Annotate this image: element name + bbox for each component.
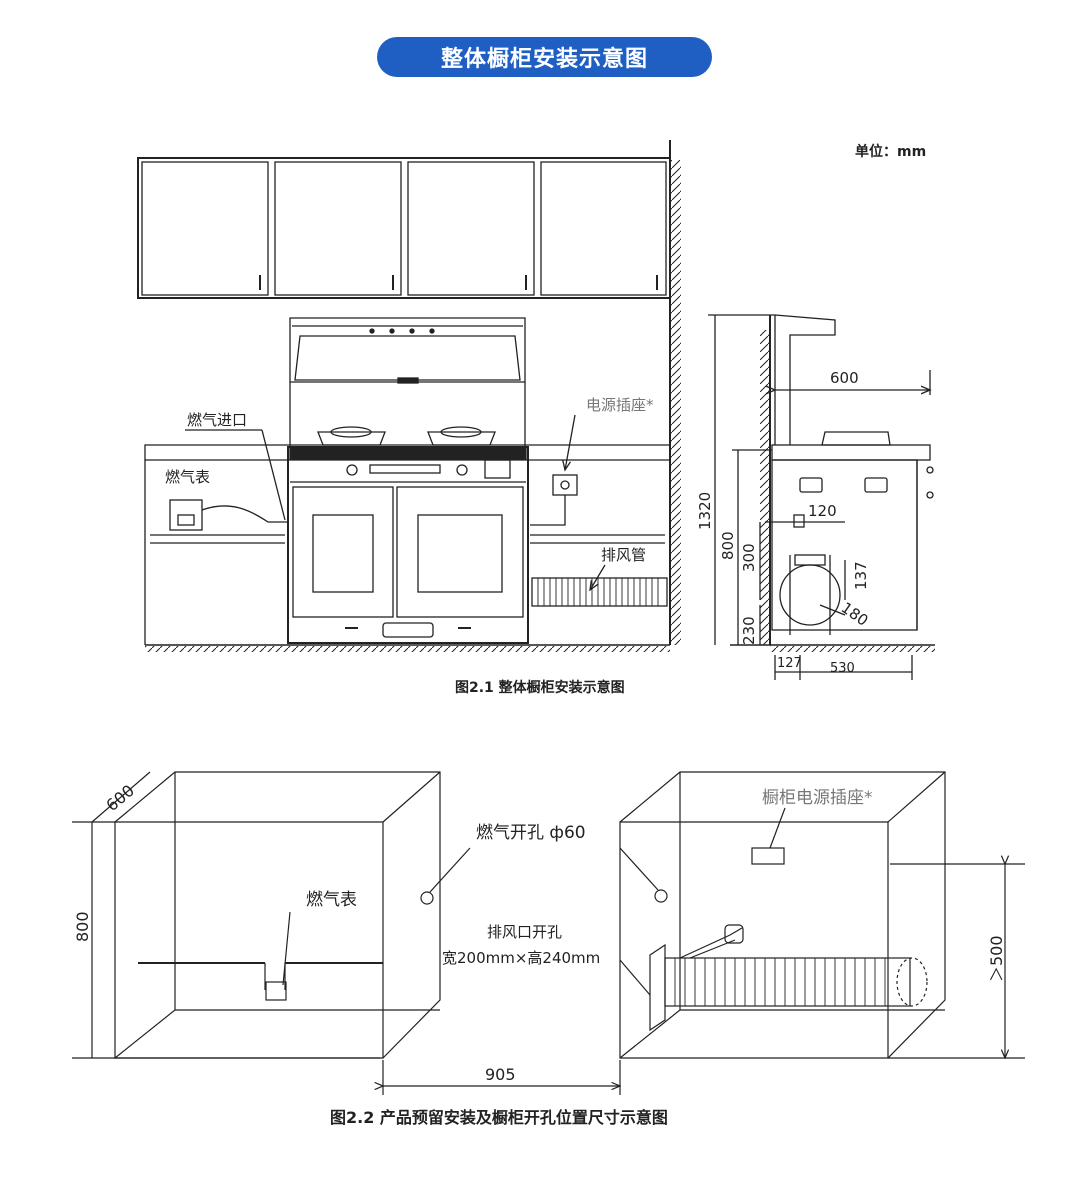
page-title: 整体橱柜安装示意图 bbox=[377, 37, 712, 77]
dim2-500: ＞500 bbox=[987, 935, 1006, 982]
gas-meter-label: 燃气表 bbox=[165, 468, 210, 486]
dim-180: 180 bbox=[838, 599, 872, 630]
range-hood bbox=[289, 317, 526, 447]
dim-600: 600 bbox=[830, 369, 859, 387]
gas-hole-label: 燃气开孔 ф60 bbox=[476, 823, 586, 843]
dim-137: 137 bbox=[852, 561, 870, 590]
figure-2-1 bbox=[137, 140, 681, 652]
figure-2-2 bbox=[72, 771, 1025, 1095]
upper-cabinets bbox=[137, 157, 671, 299]
dim-800: 800 bbox=[719, 531, 737, 560]
exhaust-pipe-label: 排风管 bbox=[601, 546, 646, 564]
cabinet-socket-label: 橱柜电源插座* bbox=[762, 788, 873, 808]
dim2-800: 800 bbox=[73, 911, 92, 942]
exhaust-hole-label: 排风口开孔 bbox=[487, 923, 562, 941]
gas-inlet-label: 燃气进口 bbox=[187, 411, 247, 429]
dim2-600: 600 bbox=[102, 781, 138, 815]
side-view bbox=[708, 314, 935, 680]
power-socket-label: 电源插座* bbox=[586, 396, 654, 414]
dim-230: 230 bbox=[740, 616, 758, 645]
figure-1-caption: 图2.1 整体橱柜安装示意图 bbox=[455, 679, 625, 696]
dim-127: 127 bbox=[777, 656, 802, 671]
dim-1320: 1320 bbox=[696, 492, 714, 530]
gas-meter-label-2: 燃气表 bbox=[306, 890, 357, 910]
dim-300: 300 bbox=[740, 543, 758, 572]
dim-120: 120 bbox=[808, 502, 837, 520]
dim-530: 530 bbox=[830, 661, 855, 676]
dim2-905: 905 bbox=[485, 1065, 516, 1084]
unit-label: 单位：mm bbox=[855, 143, 926, 160]
exhaust-size-label: 宽200mm×高240mm bbox=[442, 949, 600, 967]
figure-2-caption: 图2.2 产品预留安装及橱柜开孔位置尺寸示意图 bbox=[330, 1108, 668, 1127]
